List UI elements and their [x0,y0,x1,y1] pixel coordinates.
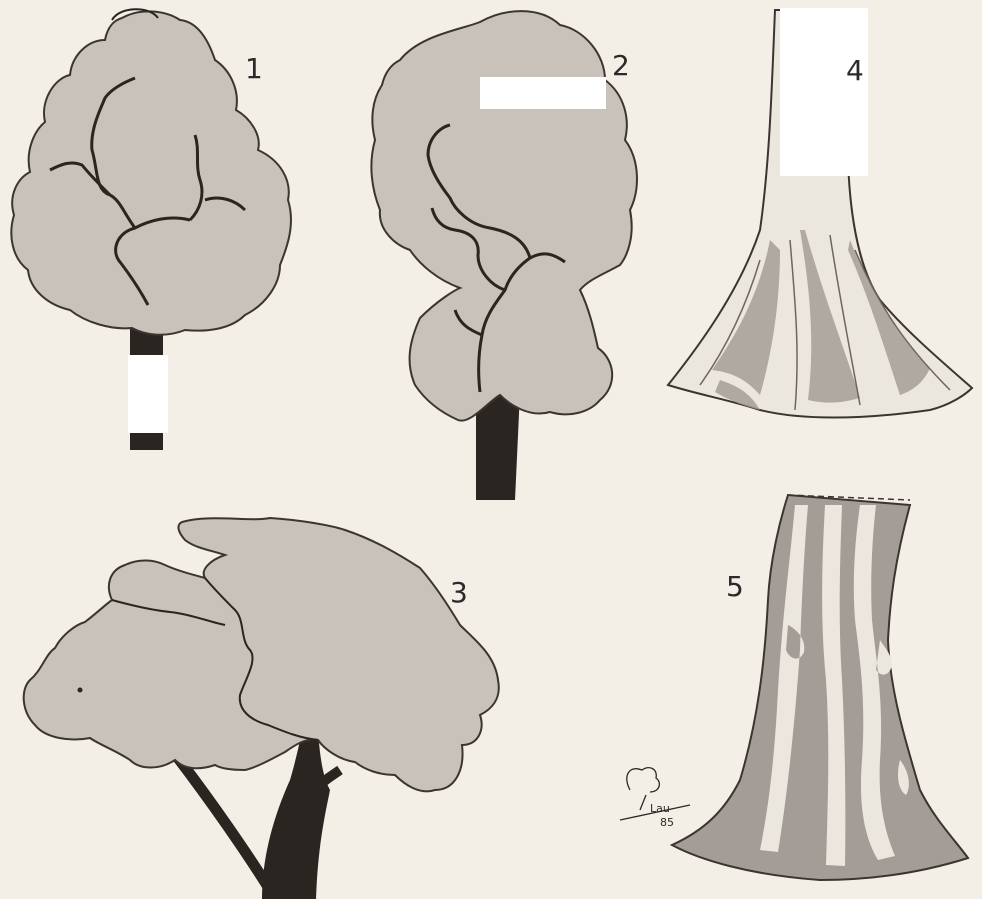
tree-figure-3: 3 [24,518,499,899]
tree-figure-1: 1 [11,9,291,450]
figure-3-label: 3 [450,576,468,609]
tree-1-trunk-gap [128,355,168,433]
tree-3-dot [78,688,83,693]
tree-figure-2: 2 [371,11,637,500]
tree-5-trunk [672,495,968,880]
tree-4-label-gap [780,8,868,176]
figure-5-label: 5 [726,570,744,603]
signature-year: 85 [660,816,674,829]
tree-3-crown [24,518,499,791]
figure-1-label: 1 [245,52,263,85]
artist-signature: Lau 85 [620,768,690,829]
figure-2-label: 2 [612,49,630,82]
signature-initials: Lau [650,802,670,815]
tree-figure-5: 5 [672,495,968,880]
figure-4-label: 4 [846,54,864,87]
tree-figure-4: 4 [668,8,972,418]
tree-3-branch-left [178,758,270,890]
tree-2-label-gap [480,77,606,109]
tree-2-crown [371,11,637,421]
